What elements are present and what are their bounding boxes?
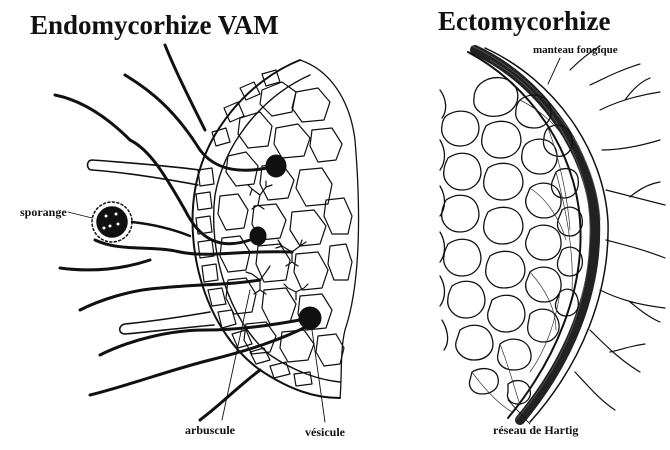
root-section-endo <box>193 60 359 398</box>
sporange-label: sporange <box>20 205 67 220</box>
vesicule-label: vésicule <box>305 425 345 440</box>
sporange <box>92 202 190 242</box>
hyphae-ecto <box>570 46 665 410</box>
reseau-de-hartig-label: réseau de Hartig <box>493 423 578 438</box>
arbuscule-label: arbuscule <box>185 423 235 438</box>
cortex-cells-endo <box>196 70 352 386</box>
root-section-ecto <box>468 46 608 422</box>
manteau-fongique-label: manteau fongique <box>533 44 618 56</box>
